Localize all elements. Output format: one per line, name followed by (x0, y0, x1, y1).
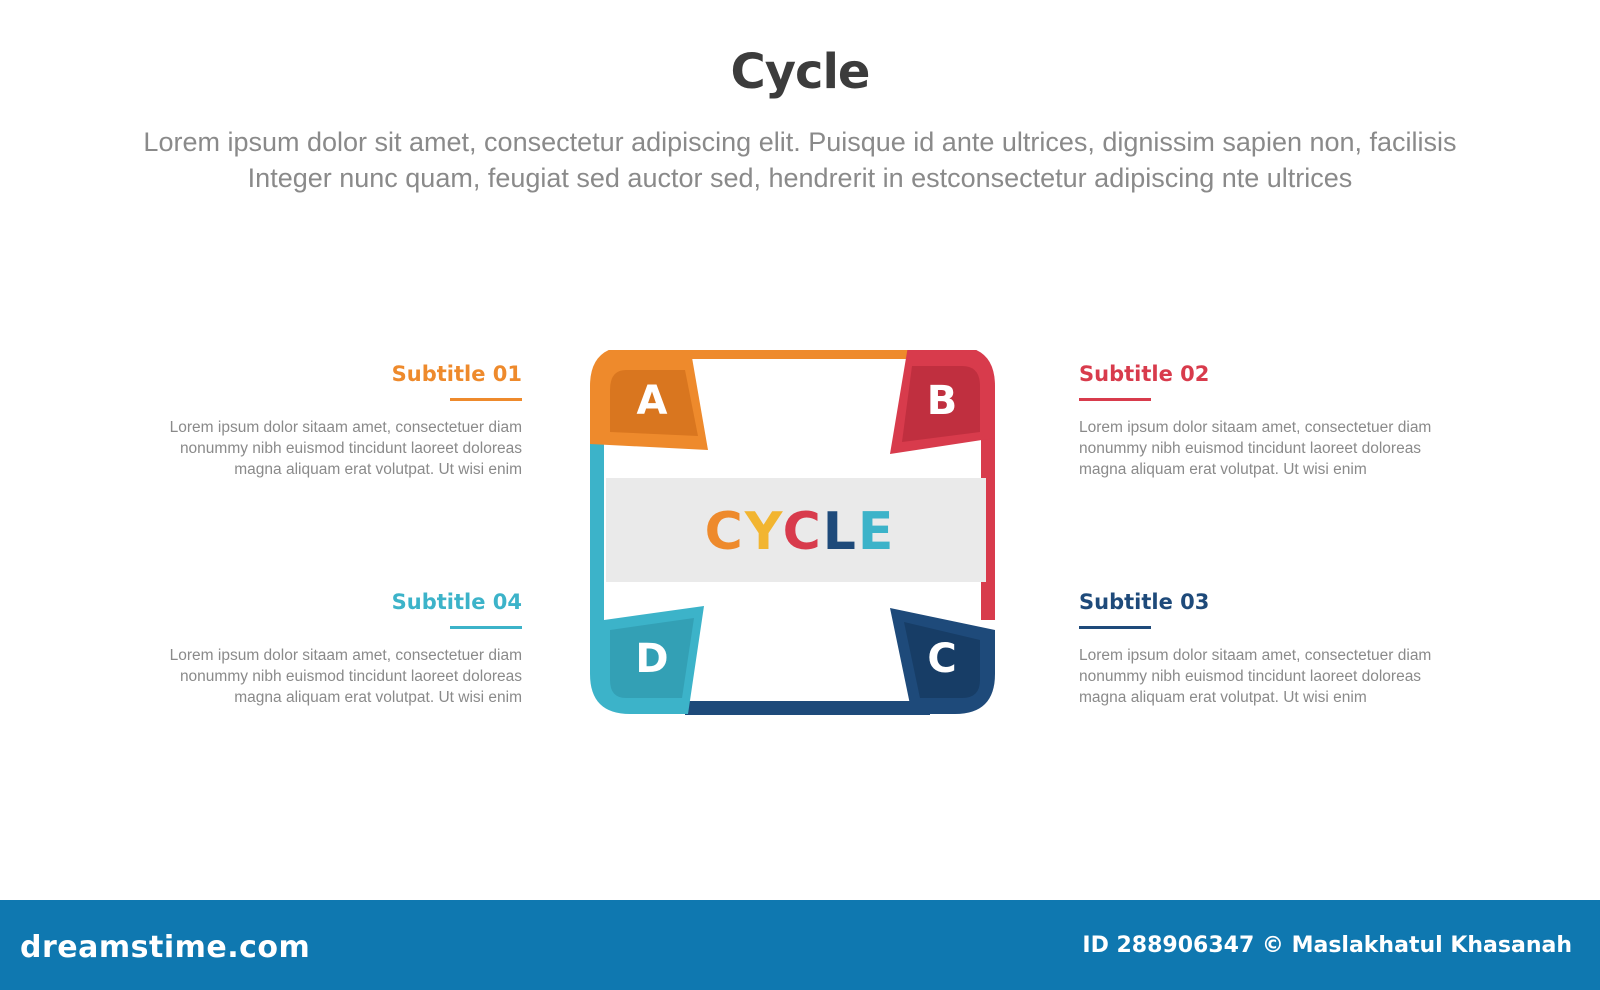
corner-tab-a-inner (610, 370, 698, 436)
corner-tab-c-inner (904, 622, 980, 698)
center-letter-4: L (822, 502, 858, 562)
subtitle-01-title: Subtitle 01 (391, 362, 522, 386)
center-word: CYCLE (590, 502, 1010, 562)
center-letter-3: C (782, 502, 823, 562)
subtitle-02-title: Subtitle 02 (1079, 362, 1210, 386)
center-letter-1: C (704, 502, 745, 562)
subtitle-block-02: Subtitle 02 Lorem ipsum dolor sitaam ame… (1079, 360, 1459, 480)
corner-tab-b-inner (902, 366, 980, 442)
subtitle-04-text: Lorem ipsum dolor sitaam amet, consectet… (169, 647, 522, 706)
corner-tab-d-inner (610, 618, 694, 698)
subtitle-block-03: Subtitle 03 Lorem ipsum dolor sitaam ame… (1079, 588, 1459, 708)
subtitle-block-04: Subtitle 04 Lorem ipsum dolor sitaam ame… (142, 588, 522, 708)
step-letter-a: A (636, 378, 668, 424)
subtitle-03-text: Lorem ipsum dolor sitaam amet, consectet… (1079, 647, 1432, 706)
subtitle-04-title: Subtitle 04 (391, 590, 522, 614)
subtitle-block-01: Subtitle 01 Lorem ipsum dolor sitaam ame… (142, 360, 522, 480)
center-letter-5: E (857, 502, 896, 562)
subtitle-02-text: Lorem ipsum dolor sitaam amet, consectet… (1079, 419, 1432, 478)
cycle-diagram: A B C D CYCLE (590, 350, 1010, 720)
cycle-frame-graphic (590, 350, 995, 715)
subtitle-04-underline (450, 626, 522, 629)
subtitle-01-underline (450, 398, 522, 401)
description-line-2: Integer nunc quam, feugiat sed auctor se… (247, 163, 1353, 193)
subtitle-02-underline (1079, 398, 1151, 401)
step-letter-b: B (926, 378, 958, 424)
center-letter-2: Y (744, 502, 783, 562)
footer-bar: dreamstime.com ID 288906347 © Maslakhatu… (0, 900, 1600, 990)
subtitle-01-text: Lorem ipsum dolor sitaam amet, consectet… (169, 419, 522, 478)
step-letter-d: D (635, 636, 669, 682)
subtitle-03-underline (1079, 626, 1151, 629)
description-line-1: Lorem ipsum dolor sit amet, consectetur … (143, 127, 1457, 157)
subtitle-03-title: Subtitle 03 (1079, 590, 1210, 614)
footer-logo: dreamstime.com (20, 930, 311, 965)
page-title: Cycle (730, 44, 871, 100)
center-band (606, 478, 986, 582)
page-description: Lorem ipsum dolor sit amet, consectetur … (100, 124, 1500, 196)
step-letter-c: C (927, 636, 957, 682)
footer-credit: ID 288906347 © Maslakhatul Khasanah (1082, 933, 1572, 958)
